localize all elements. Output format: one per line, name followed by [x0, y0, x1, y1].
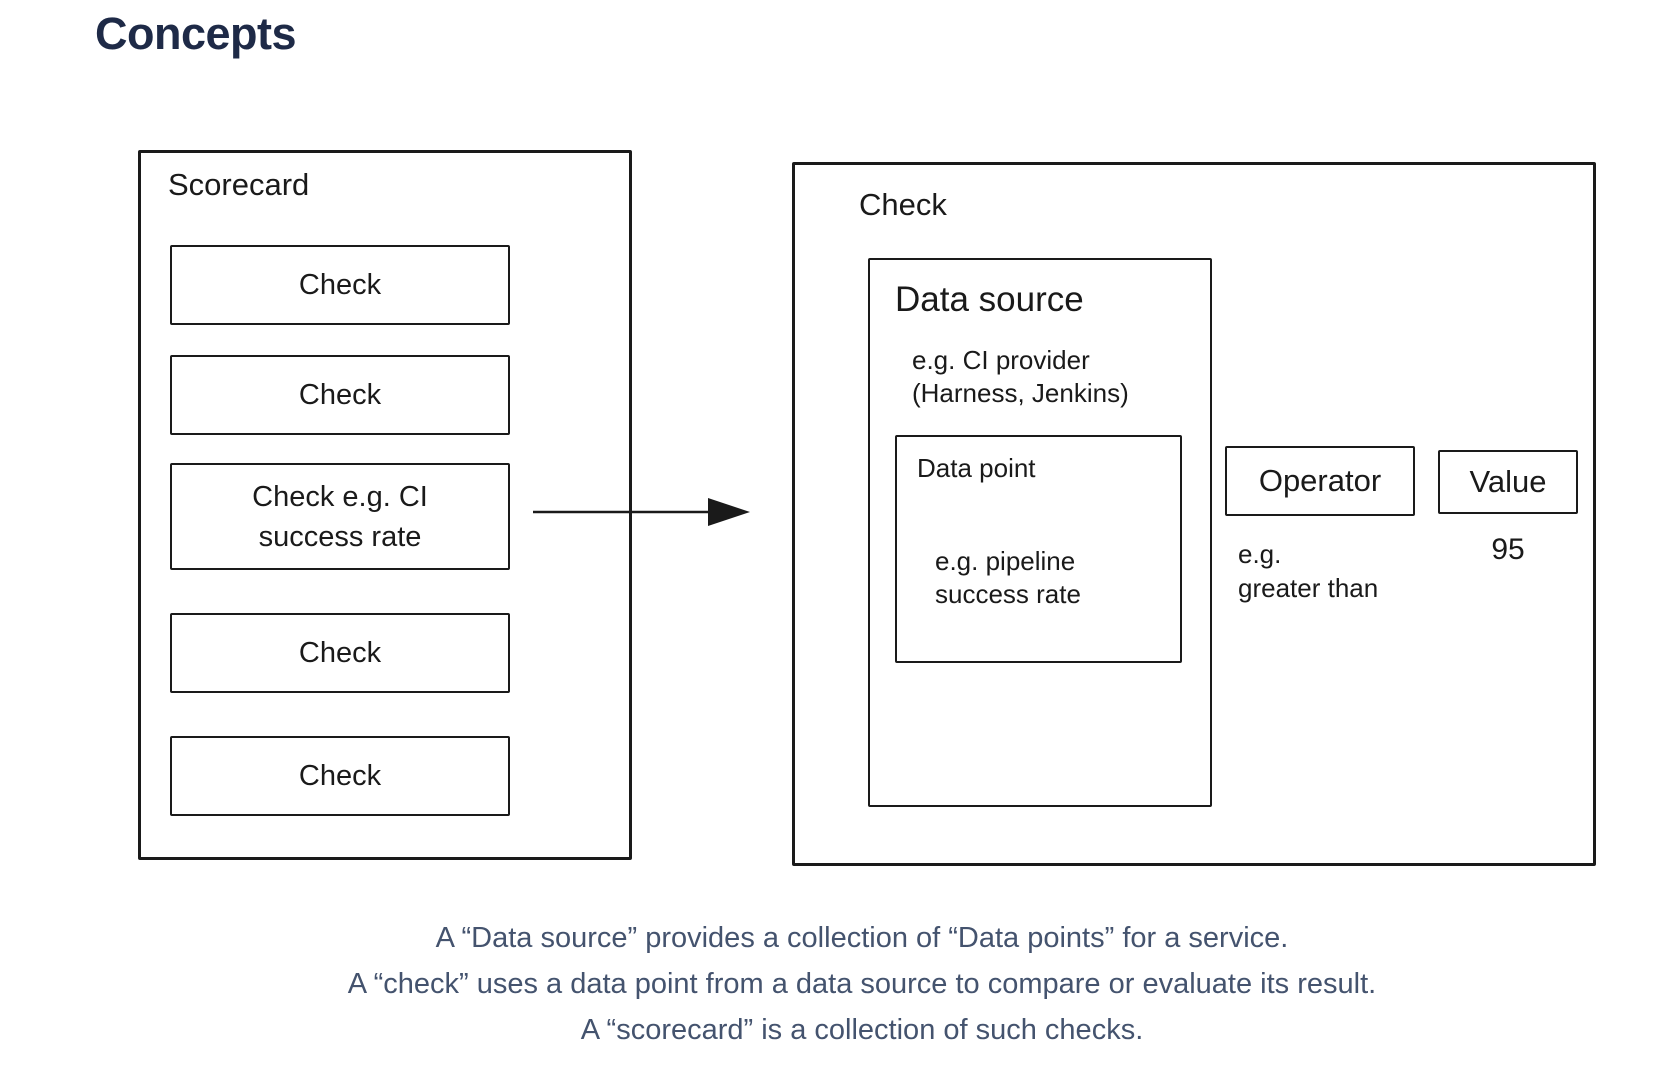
check-detail-box: Check Data source e.g. CI provider (Harn…	[792, 162, 1596, 866]
caption-line-3: A “scorecard” is a collection of such ch…	[580, 1014, 1144, 1046]
check-item-5: Check	[170, 736, 510, 816]
page-title: Concepts	[95, 8, 297, 59]
check-item-2: Check	[170, 355, 510, 435]
check-detail-label: Check	[859, 187, 947, 222]
scorecard-label: Scorecard	[168, 167, 310, 202]
check-item-4: Check	[170, 613, 510, 693]
operator-label: Operator	[1258, 463, 1382, 498]
value-example: 95	[1491, 533, 1525, 566]
data-point-example: e.g. pipeline success rate	[935, 546, 1081, 609]
value-box: Value	[1438, 450, 1578, 514]
data-source-label: Data source	[895, 280, 1084, 319]
check-item-1: Check	[170, 245, 510, 325]
check-item-ci-success-rate: Check e.g. CI success rate	[170, 463, 510, 570]
arrow-right-icon	[533, 498, 750, 526]
data-point-label: Data point	[917, 453, 1036, 483]
data-point-box: Data point e.g. pipeline success rate	[895, 435, 1182, 663]
value-label: Value	[1469, 464, 1547, 499]
caption-line-2: A “check” uses a data point from a data …	[347, 968, 1377, 1000]
data-source-box: Data source e.g. CI provider (Harness, J…	[868, 258, 1212, 807]
scorecard-box: Scorecard Check Check Check e.g. CI succ…	[138, 150, 632, 860]
operator-box: Operator	[1225, 446, 1415, 516]
operator-example: e.g. greater than	[1238, 539, 1379, 603]
data-source-example: e.g. CI provider (Harness, Jenkins)	[912, 345, 1129, 408]
caption-line-1: A “Data source” provides a collection of…	[435, 922, 1289, 954]
caption-block: A “Data source” provides a collection of…	[62, 915, 1660, 1053]
